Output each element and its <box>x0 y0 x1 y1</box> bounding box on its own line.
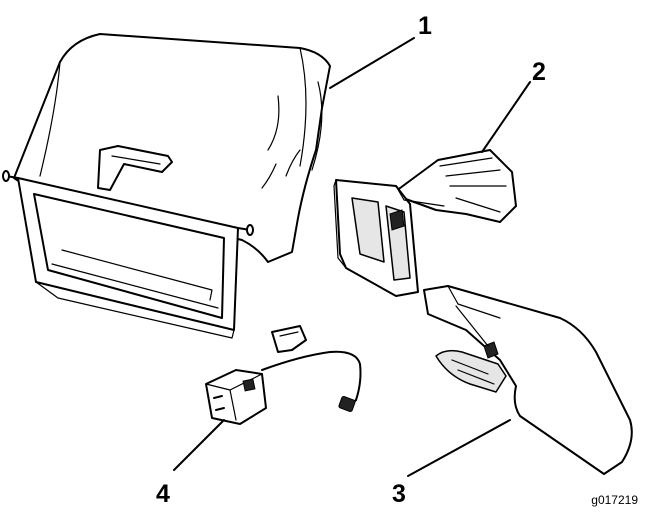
battery-charger-illustration <box>205 325 362 425</box>
leader-line-2 <box>481 81 531 153</box>
leader-line-1 <box>329 37 415 89</box>
leader-line-3 <box>407 419 511 477</box>
figure-id: g017219 <box>591 493 638 507</box>
callout-2: 2 <box>532 58 546 86</box>
callout-4: 4 <box>156 480 170 508</box>
grass-bag-illustration <box>2 33 331 339</box>
side-discharge-chute-illustration <box>423 285 633 475</box>
leader-line-4 <box>173 419 225 471</box>
leader-lines <box>173 37 531 477</box>
callout-1: 1 <box>418 12 432 40</box>
callout-3: 3 <box>392 480 406 508</box>
mulch-plug-illustration <box>333 149 517 297</box>
